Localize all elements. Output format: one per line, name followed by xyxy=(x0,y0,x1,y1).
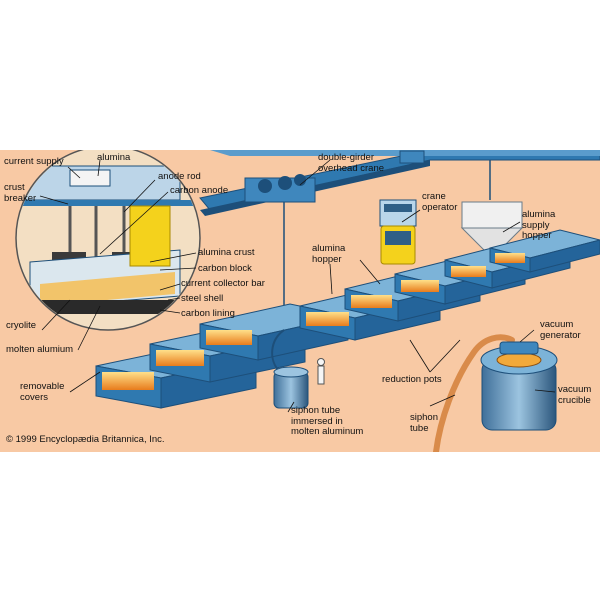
label-removable-covers: removable covers xyxy=(20,381,65,403)
pot-cross-section-inset xyxy=(15,150,201,331)
label-siphon-tube-immersed: siphon tube immersed in molten aluminum xyxy=(291,405,364,437)
label-double-girder-overhead-crane: double-girder overhead crane xyxy=(318,152,385,174)
label-alumina-hopper: alumina hopper xyxy=(312,243,346,265)
label-current-supply: current supply xyxy=(4,156,64,167)
double-girder-overhead-crane xyxy=(199,150,600,335)
label-vacuum-crucible: vacuum crucible xyxy=(558,384,592,406)
ladle-with-siphon-tube xyxy=(271,329,325,409)
label-crust-breaker: crust breaker xyxy=(4,182,37,204)
label-carbon-lining: carbon lining xyxy=(181,308,235,319)
label-carbon-anode: carbon anode xyxy=(170,185,229,196)
copyright-credit: © 1999 Encyclopædia Britannica, Inc. xyxy=(6,434,165,445)
label-vacuum-generator: vacuum generator xyxy=(540,319,581,341)
label-alumina-crust: alumina crust xyxy=(198,247,255,258)
label-crane-operator: crane operator xyxy=(422,191,458,213)
label-carbon-block: carbon block xyxy=(198,263,252,274)
label-alumina: alumina xyxy=(97,152,131,163)
reduction-pot-rows xyxy=(95,229,600,409)
label-molten-alumium: molten alumium xyxy=(6,344,74,355)
label-steel-shell: steel shell xyxy=(181,293,224,304)
label-reduction-pots: reduction pots xyxy=(382,374,442,385)
leader-lines xyxy=(39,159,556,413)
label-anode-rod: anode rod xyxy=(158,171,201,182)
diagram-background: current supply alumina crust breaker ano… xyxy=(0,150,600,452)
alumina-supply-hopper xyxy=(460,201,524,261)
label-alumina-supply-hopper: alumina supply hopper xyxy=(522,209,556,241)
crane-operator-cab xyxy=(379,199,417,265)
label-cryolite: cryolite xyxy=(6,320,37,331)
aluminum-smelter-illustration xyxy=(15,150,600,452)
label-siphon-tube: siphon tube xyxy=(410,412,438,434)
label-current-collector-bar: current collector bar xyxy=(181,278,265,289)
vacuum-crucible xyxy=(433,334,558,452)
